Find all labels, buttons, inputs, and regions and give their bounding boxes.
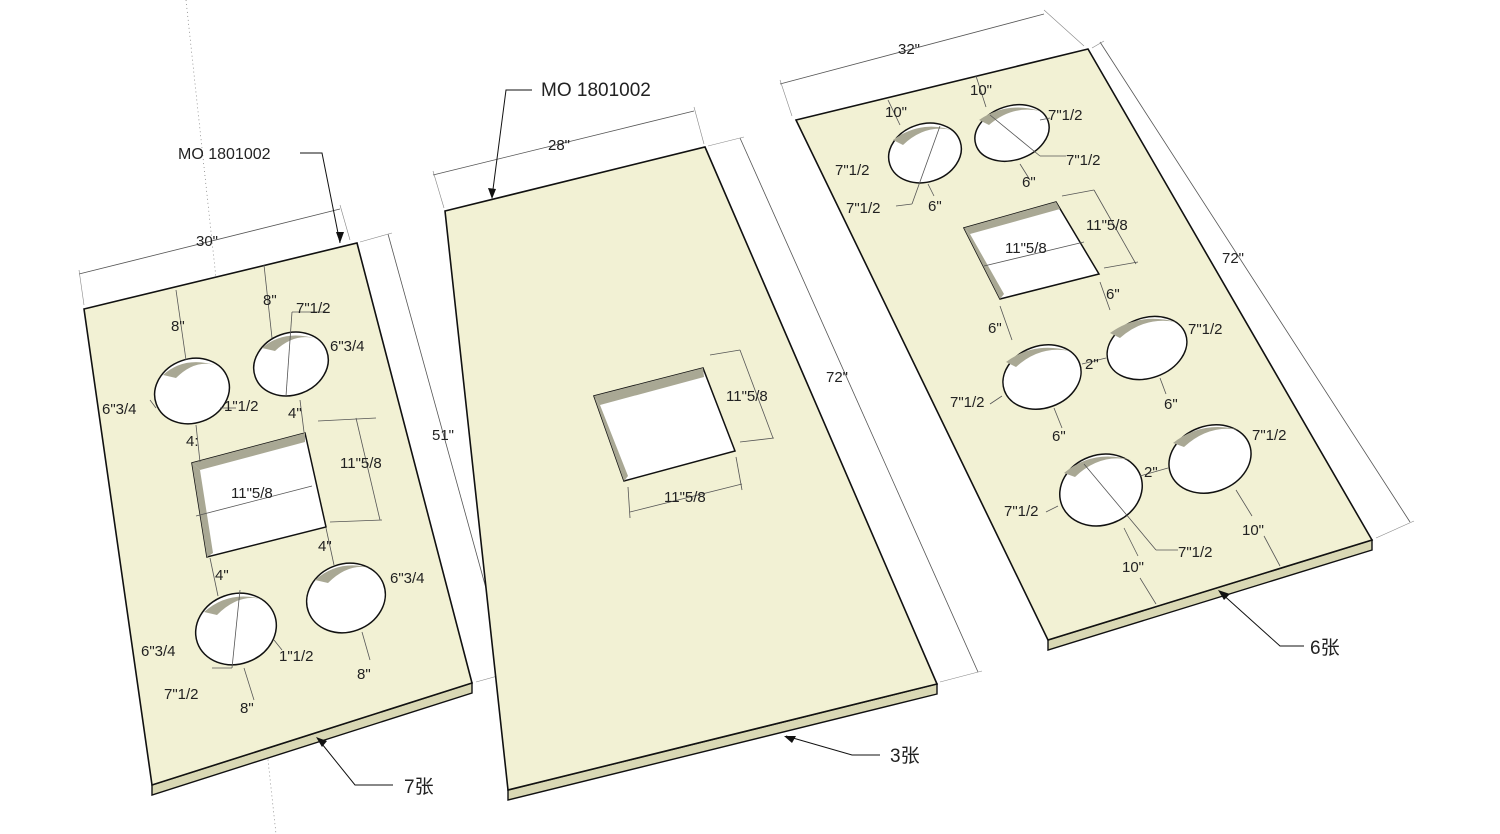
- dimension-label: 7"1/2: [950, 394, 985, 411]
- dimension-label: 8": [240, 700, 254, 717]
- dimension-label: 2": [1085, 356, 1099, 373]
- dimension-label: 8": [171, 318, 185, 335]
- dimension-label: 7"1/2: [1252, 427, 1287, 444]
- dimension-label: 1"1/2: [279, 648, 314, 665]
- dimension-label: 8": [357, 666, 371, 683]
- dimension-label: 6"3/4: [141, 643, 176, 660]
- dimension-label: 7"1/2: [1178, 544, 1213, 561]
- dimension-label: 6"3/4: [102, 401, 137, 418]
- middle-board-code: MO 1801002: [541, 80, 651, 101]
- right-board-count: 6张: [1310, 637, 1340, 659]
- middle-board: MO 1801002 3张 28" 72" 11"5/8 11"5/8: [432, 80, 983, 801]
- dimension-label: 11"5/8: [726, 388, 768, 405]
- dimension-label: 11"5/8: [231, 485, 273, 502]
- middle-board-count: 3张: [890, 745, 920, 767]
- dimension-label: 4": [288, 405, 302, 422]
- dimension-label: 6": [1164, 396, 1178, 413]
- middle-board-length: 72": [826, 369, 848, 386]
- dimension-label: 6"3/4: [390, 570, 425, 587]
- dimension-label: 4": [215, 567, 229, 584]
- dimension-label: 7"1/2: [835, 162, 870, 179]
- dimension-label: 6": [1022, 174, 1036, 191]
- dimension-label: 11"5/8: [1086, 217, 1128, 234]
- dimension-label: 11"5/8: [1005, 240, 1047, 257]
- dimension-label: 7"1/2: [1048, 107, 1083, 124]
- left-board: MO 1801002 7张 30" 51" 8" 8" 7"1/2 6"3/4 …: [78, 146, 513, 798]
- dimension-label: 7"1/2: [164, 686, 199, 703]
- dimension-label: 7"1/2: [1004, 503, 1039, 520]
- dimension-label: 7"1/2: [1188, 321, 1223, 338]
- dimension-label: 7"1/2: [1066, 152, 1101, 169]
- left-board-code: MO 1801002: [178, 146, 271, 163]
- middle-board-face: [444, 146, 939, 791]
- right-board-width: 32": [898, 41, 920, 58]
- right-board-length: 72": [1222, 250, 1244, 267]
- dimension-label: 10": [1122, 559, 1144, 576]
- left-board-count: 7张: [404, 776, 434, 798]
- left-board-width: 30": [196, 233, 218, 250]
- dimension-label: 7"1/2: [296, 300, 331, 317]
- dimension-label: 6": [988, 320, 1002, 337]
- dimension-label: 2": [1144, 464, 1158, 481]
- left-board-length: 51": [432, 427, 454, 444]
- dimension-label: 6"3/4: [330, 338, 365, 355]
- dimension-label: 4:: [186, 433, 199, 450]
- middle-board-width: 28": [548, 137, 570, 154]
- dimension-label: 7"1/2: [846, 200, 881, 217]
- dimension-label: 11"5/8: [340, 455, 382, 472]
- right-board-face: [794, 48, 1374, 641]
- dimension-label: 6": [1106, 286, 1120, 303]
- dimension-label: 10": [885, 104, 907, 121]
- right-board: 6张 32" 72" 10" 10" 7"1/2 7"1/2 7"1/2 7"1…: [779, 9, 1415, 659]
- dimension-label: 6": [928, 198, 942, 215]
- dimension-label: 11"5/8: [664, 489, 706, 506]
- dimension-label: 1"1/2: [224, 398, 259, 415]
- dimension-label: 10": [1242, 522, 1264, 539]
- dimension-label: 8": [263, 292, 277, 309]
- dimension-label: 4": [318, 538, 332, 555]
- dimension-label: 10": [970, 82, 992, 99]
- dimension-label: 6": [1052, 428, 1066, 445]
